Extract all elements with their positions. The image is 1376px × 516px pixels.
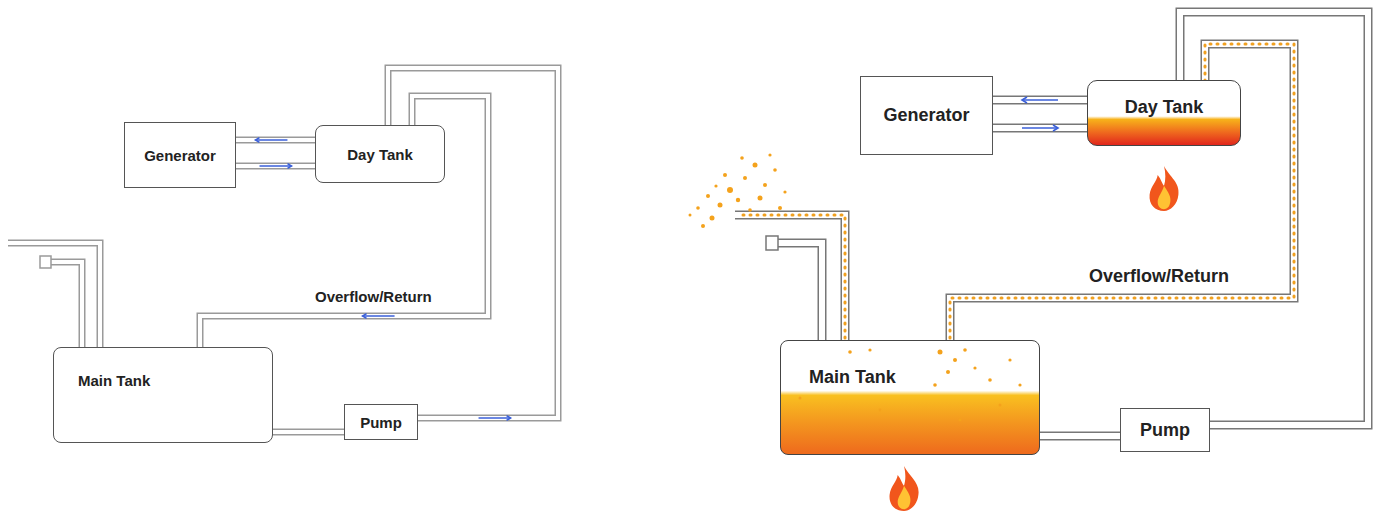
flow-arrowhead [363, 314, 367, 319]
fuel-pipe [992, 97, 1088, 103]
fuel-pipe [235, 164, 316, 169]
node-label: Main Tank [809, 367, 896, 388]
pipe-wall [992, 124, 1088, 133]
tank-box: Generator [124, 122, 236, 188]
node-label: Pump [1140, 420, 1190, 441]
fuel-pipe [992, 125, 1088, 131]
node-label: Generator [883, 105, 969, 126]
fire-icon [890, 466, 919, 511]
pipe-bore [235, 138, 316, 142]
pipe-bore [1039, 433, 1121, 439]
vent-pipe [735, 215, 845, 342]
pipe-bore [992, 97, 1088, 103]
fuel-spray [689, 153, 787, 228]
node-label: Day Tank [347, 146, 413, 163]
flow-arrow [363, 315, 395, 317]
pipe-wall [950, 44, 1294, 341]
node-label: Pump [360, 414, 402, 431]
pipe-bore [272, 430, 345, 434]
pipe-bore [950, 44, 1294, 341]
pipe-wall [200, 96, 488, 348]
pipe-wall [992, 96, 1088, 105]
pipe-wall [1039, 432, 1121, 441]
pipe-wall [235, 137, 316, 144]
node-label: Generator [144, 147, 216, 164]
tank-box: Day Tank [315, 125, 445, 183]
pipe-wall [272, 429, 345, 436]
flow-arrowhead [507, 416, 511, 421]
fuel-droplets [950, 44, 1294, 341]
tank-box: Generator [860, 76, 993, 155]
pipe-label: Overflow/Return [1087, 266, 1231, 287]
fuel-pipe [200, 96, 488, 348]
tank-box: Pump [1120, 408, 1210, 452]
node-label: Main Tank [78, 372, 150, 389]
pipe-bore [992, 125, 1088, 131]
tank-box: Day Tank [1087, 80, 1241, 146]
pipe-label: Overflow/Return [313, 288, 434, 305]
node-label: Day Tank [1125, 97, 1204, 118]
tank-box: Main Tank [780, 340, 1040, 455]
fuel-pipe [1039, 436, 1121, 437]
tank-box: Main Tank [53, 347, 273, 443]
flow-arrowhead [288, 164, 292, 169]
flow-arrow [260, 165, 292, 167]
pipe-bore [200, 96, 488, 348]
flow-arrow [1022, 127, 1058, 129]
fire-icon [1150, 166, 1179, 211]
pipe-wall [235, 163, 316, 170]
flow-arrowhead [255, 138, 259, 143]
fuel-pipe [272, 432, 345, 433]
pipe-bore [235, 164, 316, 168]
tank-box: Pump [344, 404, 418, 440]
flow-arrowhead [1022, 97, 1027, 103]
vent-pipe [8, 243, 100, 349]
fuel-pipe [235, 138, 316, 143]
flow-arrow [479, 417, 511, 419]
fuel-pipe [950, 44, 1294, 341]
flow-arrow [255, 139, 287, 141]
flow-arrowhead [1053, 125, 1058, 131]
flow-arrow [1022, 99, 1058, 101]
